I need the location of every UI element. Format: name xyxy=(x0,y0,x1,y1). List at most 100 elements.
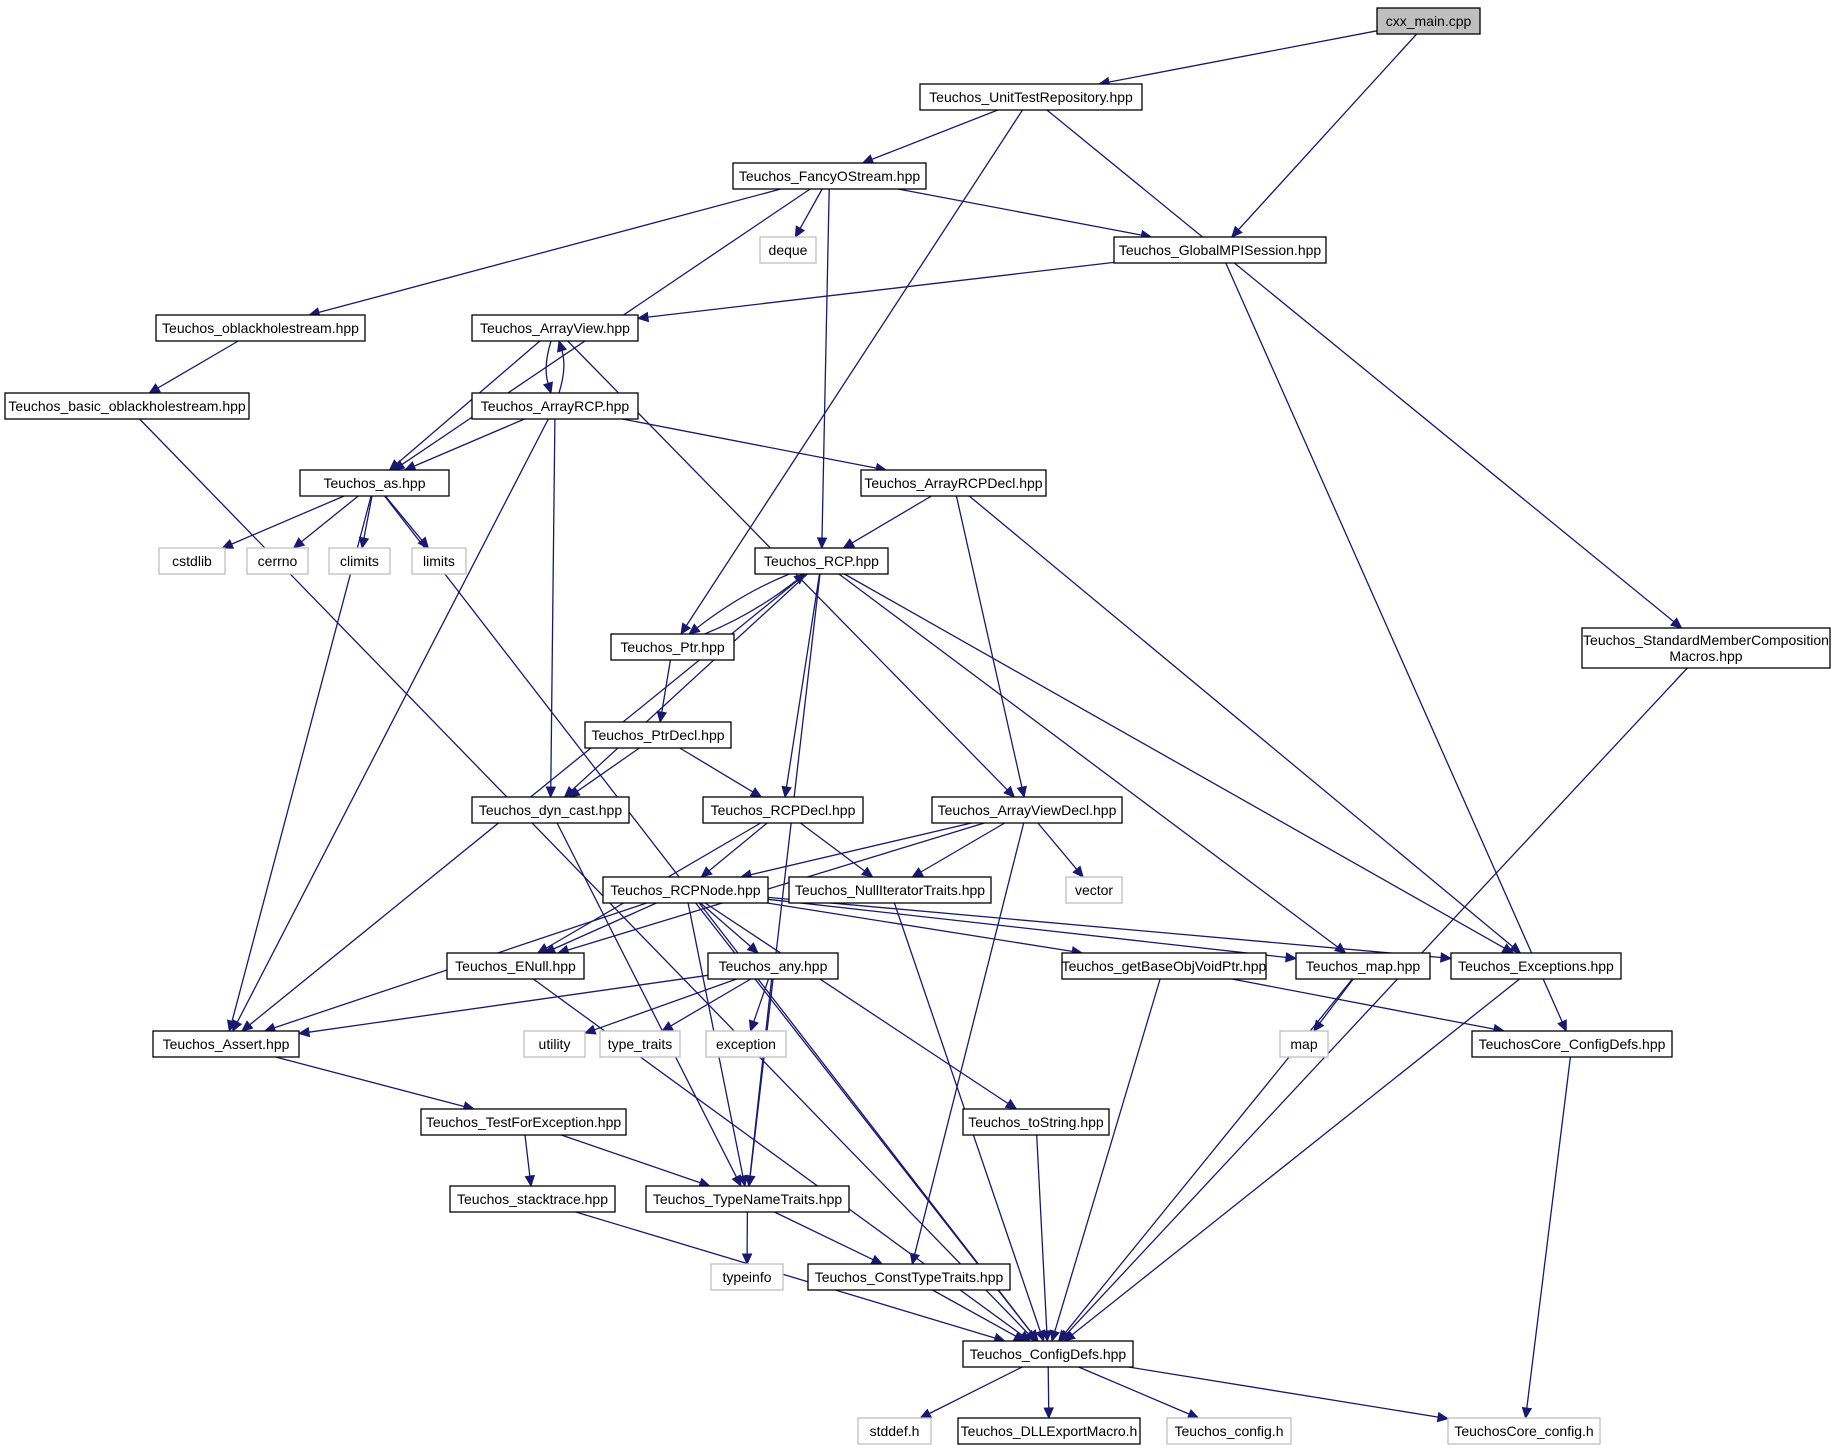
edge-unittestrepo-to-stdmembercomp xyxy=(1046,109,1683,629)
edge-line xyxy=(236,418,549,1023)
edge-line xyxy=(696,573,790,629)
node-basic_oblackholestream[interactable]: Teuchos_basic_oblackholestream.hpp xyxy=(4,392,250,420)
edge-oblackholestream-to-basic_oblackholestream xyxy=(148,340,239,394)
node-nulliterator[interactable]: Teuchos_NullIteratorTraits.hpp xyxy=(788,876,992,904)
edge-line xyxy=(929,1366,1023,1415)
node-box xyxy=(1061,952,1267,980)
node-label: Teuchos_ArrayRCPDecl.hpp xyxy=(864,475,1042,491)
node-stacktrace[interactable]: Teuchos_stacktrace.hpp xyxy=(449,1185,616,1213)
node-configdefs[interactable]: Teuchos_ConfigDefs.hpp xyxy=(962,1340,1134,1368)
edges-layer xyxy=(139,30,1688,1423)
edge-line xyxy=(553,902,657,950)
edge-line xyxy=(1078,1366,1190,1415)
node-consttypetraits[interactable]: Teuchos_ConstTypeTraits.hpp xyxy=(807,1263,1011,1291)
node-label: vector xyxy=(1075,882,1113,898)
node-unittestrepo[interactable]: Teuchos_UnitTestRepository.hpp xyxy=(919,83,1143,111)
node-exceptions[interactable]: Teuchos_Exceptions.hpp xyxy=(1450,952,1622,980)
node-label: cstdlib xyxy=(172,553,212,569)
node-dyncast[interactable]: Teuchos_dyn_cast.hpp xyxy=(471,796,630,824)
node-ptrdecl[interactable]: Teuchos_PtrDecl.hpp xyxy=(584,721,732,749)
node-as[interactable]: Teuchos_as.hpp xyxy=(299,469,450,497)
edge-line xyxy=(275,1056,465,1108)
node-box xyxy=(599,1030,681,1058)
edge-arrayrcp-to-as xyxy=(403,418,525,471)
node-oblackholestream[interactable]: Teuchos_oblackholestream.hpp xyxy=(155,314,366,342)
node-dllexport[interactable]: Teuchos_DLLExportMacro.h xyxy=(957,1417,1141,1445)
node-stdmembercomp[interactable]: Teuchos_StandardMemberCompositionMacros.… xyxy=(1581,627,1831,669)
edge-arrayview-to-as xyxy=(388,340,541,471)
edge-as-to-cstdlib xyxy=(221,495,345,549)
node-box xyxy=(957,1417,1141,1445)
edge-line xyxy=(800,822,865,872)
node-box xyxy=(471,314,639,342)
edge-line xyxy=(647,261,1115,318)
edge-arrowhead xyxy=(297,1026,311,1038)
edge-cxx_main-to-unittestrepo xyxy=(1097,30,1378,88)
edge-arrayviewdecl-to-vector xyxy=(1037,822,1084,878)
node-fancyostream[interactable]: Teuchos_FancyOStream.hpp xyxy=(732,162,927,190)
node-tostring[interactable]: Teuchos_toString.hpp xyxy=(962,1108,1110,1136)
node-box xyxy=(759,236,817,264)
node-vector: vector xyxy=(1065,876,1123,904)
node-ptr[interactable]: Teuchos_Ptr.hpp xyxy=(610,633,735,661)
edge-arrowhead xyxy=(1230,225,1243,238)
node-box xyxy=(807,1263,1011,1291)
node-label: Teuchos_ArrayView.hpp xyxy=(480,320,630,336)
node-label: Teuchos_RCPNode.hpp xyxy=(610,882,760,898)
node-rcp[interactable]: Teuchos_RCP.hpp xyxy=(754,547,889,575)
node-label: TeuchosCore_config.h xyxy=(1454,1423,1593,1439)
node-any[interactable]: Teuchos_any.hpp xyxy=(707,952,839,980)
node-box xyxy=(1450,952,1622,980)
node-label: Teuchos_StandardMemberComposition xyxy=(1583,632,1829,648)
edge-line xyxy=(1066,667,1688,1335)
edge-fancyostream-to-oblackholestream xyxy=(308,188,781,318)
node-box xyxy=(1471,1030,1673,1058)
node-box xyxy=(610,633,735,661)
node-rcpdecl[interactable]: Teuchos_RCPDecl.hpp xyxy=(702,796,864,824)
edge-arrowhead xyxy=(741,1253,753,1266)
edge-arrowhead xyxy=(545,786,557,799)
edge-any-to-utility xyxy=(583,978,737,1035)
node-enull[interactable]: Teuchos_ENull.hpp xyxy=(446,952,585,980)
edge-line xyxy=(1231,978,1495,1030)
edge-arrayrcp-to-arrayrcpdecl xyxy=(622,418,888,474)
node-label: climits xyxy=(340,553,379,569)
edge-line xyxy=(1036,1134,1048,1332)
node-box xyxy=(754,547,889,575)
node-typenametraits[interactable]: Teuchos_TypeNameTraits.hpp xyxy=(645,1185,850,1213)
node-label: Teuchos_ArrayViewDecl.hpp xyxy=(938,802,1117,818)
node-label: utility xyxy=(539,1036,571,1052)
node-label: Teuchos_Ptr.hpp xyxy=(620,639,725,655)
edge-stdmembercomp-to-configdefs xyxy=(1059,667,1688,1342)
edge-as-to-climits xyxy=(358,495,373,550)
node-box xyxy=(710,1263,784,1291)
node-box xyxy=(584,721,732,749)
edge-line xyxy=(838,573,1338,948)
node-getbaseobj[interactable]: Teuchos_getBaseObjVoidPtr.hpp xyxy=(1061,952,1267,980)
node-globalmpisession[interactable]: Teuchos_GlobalMPISession.hpp xyxy=(1113,236,1327,264)
edge-line xyxy=(384,495,1033,1334)
node-arrayrcp[interactable]: Teuchos_ArrayRCP.hpp xyxy=(471,392,639,420)
edge-arrowhead xyxy=(1186,1408,1200,1419)
node-assert[interactable]: Teuchos_Assert.hpp xyxy=(152,1030,300,1058)
node-arrayrcpdecl[interactable]: Teuchos_ArrayRCPDecl.hpp xyxy=(860,469,1047,497)
node-label: cxx_main.cpp xyxy=(1386,13,1472,29)
edge-line xyxy=(556,822,737,1178)
edge-arrayrcpdecl-to-exceptions xyxy=(968,495,1522,954)
node-box xyxy=(1279,1030,1329,1058)
node-box xyxy=(919,83,1143,111)
node-testforexception[interactable]: Teuchos_TestForException.hpp xyxy=(420,1108,627,1136)
node-coreconfig_h: TeuchosCore_config.h xyxy=(1447,1417,1601,1445)
node-label: Teuchos_TestForException.hpp xyxy=(426,1114,622,1130)
node-rcpnode[interactable]: Teuchos_RCPNode.hpp xyxy=(602,876,769,904)
edge-line xyxy=(851,495,932,544)
node-map_hpp[interactable]: Teuchos_map.hpp xyxy=(1295,952,1431,980)
node-coreconfigdefs[interactable]: TeuchosCore_ConfigDefs.hpp xyxy=(1471,1030,1673,1058)
node-arrayviewdecl[interactable]: Teuchos_ArrayViewDecl.hpp xyxy=(931,796,1123,824)
edge-testforexception-to-typenametraits xyxy=(561,1134,711,1188)
node-cxx_main[interactable]: cxx_main.cpp xyxy=(1376,7,1481,35)
node-arrayview[interactable]: Teuchos_ArrayView.hpp xyxy=(471,314,639,342)
edge-ptr-to-ptrdecl xyxy=(656,659,672,724)
node-label: type_traits xyxy=(608,1036,673,1052)
edge-configdefs-to-dllexport xyxy=(1043,1366,1054,1420)
